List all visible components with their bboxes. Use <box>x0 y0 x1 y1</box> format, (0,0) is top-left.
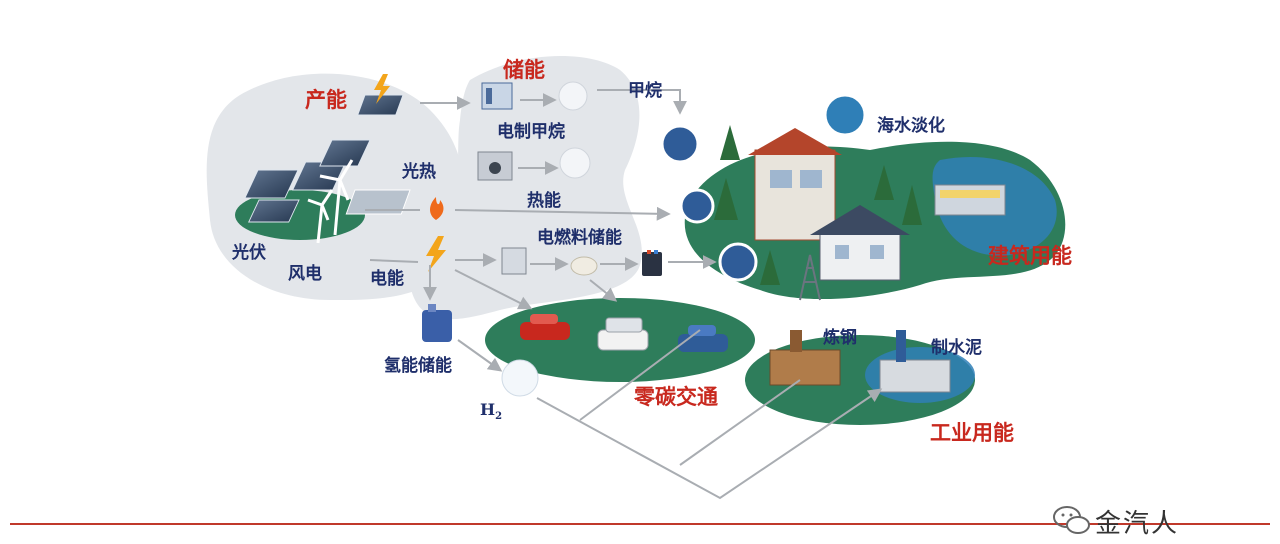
flame-icon <box>430 197 444 220</box>
efuel-plant-icon <box>501 247 527 275</box>
label-zero-carbon-transport: 零碳交通 <box>634 385 718 409</box>
solar-wind-farm <box>235 139 411 244</box>
methane-molecule-icon <box>558 81 588 111</box>
trees <box>714 125 922 285</box>
label-building-energy: 建筑用能 <box>988 244 1072 268</box>
label-photovoltaic: 光伏 <box>232 243 266 263</box>
label-efuel-storage: 电燃料储能 <box>537 228 622 248</box>
label-hydrogen-storage: 氢能储能 <box>384 356 452 376</box>
gas-burner-icon <box>660 124 700 164</box>
label-steelmaking: 炼钢 <box>823 328 857 348</box>
electrolyzer-icon <box>481 82 513 110</box>
heat-storage-device <box>477 151 513 181</box>
label-cement: 制水泥 <box>931 338 982 358</box>
lightning-icon-top <box>374 74 390 104</box>
hydrogen-molecule-icon <box>501 359 539 397</box>
shower-icon <box>679 188 715 224</box>
watermark-text: 金汽人 <box>1095 509 1180 539</box>
solar-panel-small <box>357 94 404 116</box>
label-methane: 甲烷 <box>628 81 662 101</box>
heat-particle-icon <box>559 147 591 179</box>
efuel-tank-icon <box>570 256 598 276</box>
battery-icon <box>642 250 662 276</box>
wechat-icon <box>1053 506 1090 534</box>
house-large <box>748 128 842 241</box>
label-electric-power: 电能 <box>370 269 404 289</box>
label-desalination: 海水淡化 <box>877 116 945 136</box>
car-white <box>597 317 649 351</box>
storage-zone-blob <box>409 56 642 320</box>
lightning-icon-mid <box>426 236 446 272</box>
flow-arrows <box>365 89 883 500</box>
label-power-to-methane: 电制甲烷 <box>497 122 565 142</box>
water-drop-icon <box>823 93 867 137</box>
label-wind-power: 风电 <box>288 264 322 284</box>
production-zone-blob <box>206 73 465 300</box>
house-small <box>810 205 910 281</box>
steel-plant <box>769 330 841 386</box>
power-pylon <box>799 254 821 301</box>
label-industrial-energy: 工业用能 <box>930 421 1014 445</box>
cement-plant <box>879 330 951 393</box>
label-h2: H2 <box>480 400 503 423</box>
power-outlet-icon <box>718 242 758 282</box>
label-solar-thermal: 光热 <box>402 162 436 182</box>
hydrogen-storage-tank <box>422 304 452 342</box>
label-production: 产能 <box>305 88 347 112</box>
label-storage: 储能 <box>503 58 545 82</box>
label-thermal-energy: 热能 <box>527 191 561 211</box>
desalination-plant <box>934 184 1006 216</box>
car-red <box>520 314 570 340</box>
